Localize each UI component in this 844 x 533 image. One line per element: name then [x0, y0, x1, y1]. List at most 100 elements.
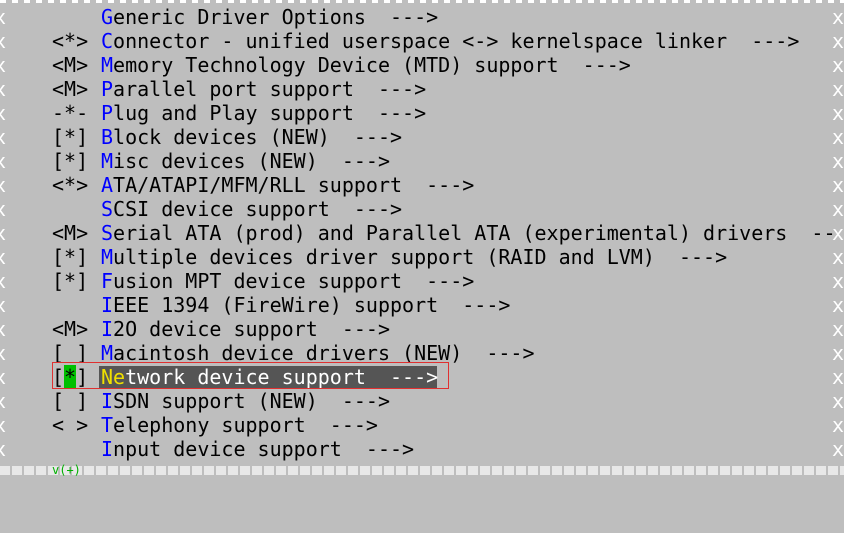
menu-item-mark: <*> — [52, 173, 89, 197]
border-char: x — [0, 53, 7, 77]
menu-item-hotkey: S — [101, 221, 114, 245]
menu-item-label: Multiple devices driver support (RAID an… — [101, 245, 727, 269]
menu-item-label: ISDN support (NEW) ---> — [101, 389, 390, 413]
menu-item-text: TA/ATAPI/MFM/RLL support ---> — [113, 173, 475, 197]
menu-item-text: isc devices (NEW) ---> — [113, 149, 390, 173]
mark-open-bracket: [ — [52, 365, 65, 389]
menu-item-mark: <M> — [52, 221, 89, 245]
border-char: x — [832, 197, 844, 221]
menu-item-label: Generic Driver Options ---> — [101, 5, 438, 29]
menu-item-label: Serial ATA (prod) and Parallel ATA (expe… — [101, 221, 836, 245]
menu-item-mark: [*] — [52, 125, 89, 149]
border-char: x — [0, 5, 7, 29]
border-char: x — [832, 245, 844, 269]
menu-item-text: erial ATA (prod) and Parallel ATA (exper… — [113, 221, 836, 245]
border-char: x — [832, 389, 844, 413]
border-char: x — [0, 173, 7, 197]
menu-item-parallel-port[interactable]: <M> Parallel port support ---> — [0, 77, 844, 101]
menu-item-text: acintosh device drivers (NEW) ---> — [113, 341, 535, 365]
menu-item-hotkey: A — [101, 173, 114, 197]
menu-item-misc-devices[interactable]: [*] Misc devices (NEW) ---> — [0, 149, 844, 173]
menu-item-mark: <M> — [52, 317, 89, 341]
right-border: x x x x x x x x x x x x x x x x x x x — [832, 5, 844, 461]
menu-item-mark: <M> — [52, 77, 89, 101]
menu-item-text: nput device support ---> — [113, 437, 415, 461]
menu-item-mark: [ ] — [52, 341, 89, 365]
menu-item-serial-ata[interactable]: <M> Serial ATA (prod) and Parallel ATA (… — [0, 221, 844, 245]
menu-item-text: usion MPT device support ---> — [113, 269, 475, 293]
menu-item-mark: <*> — [52, 29, 89, 53]
menu-item-label: Network device support ---> — [101, 365, 438, 389]
dialog-border-top — [0, 0, 844, 3]
menu-item-label: IEEE 1394 (FireWire) support ---> — [101, 293, 510, 317]
border-char: x — [832, 29, 844, 53]
menu-item-isdn[interactable]: [ ] ISDN support (NEW) ---> — [0, 389, 844, 413]
menu-item-mtd[interactable]: <M> Memory Technology Device (MTD) suppo… — [0, 53, 844, 77]
menu-item-text: eneric Driver Options ---> — [113, 5, 439, 29]
menu-item-mark: [*] — [52, 245, 89, 269]
menu-item-multiple-devices[interactable]: [*] Multiple devices driver support (RAI… — [0, 245, 844, 269]
selection-highlight — [99, 366, 437, 388]
border-char: x — [832, 173, 844, 197]
border-char: x — [832, 53, 844, 77]
menu-item-label: ATA/ATAPI/MFM/RLL support ---> — [101, 173, 474, 197]
menu-item-hotkey: G — [101, 5, 114, 29]
border-char: x — [832, 77, 844, 101]
menu-item-ata-atapi[interactable]: <*> ATA/ATAPI/MFM/RLL support ---> — [0, 173, 844, 197]
menu-item-mark: < > — [52, 413, 89, 437]
menu-item-mark: <M> — [52, 53, 89, 77]
dialog-border-bottom — [0, 466, 844, 475]
menu-item-input-device[interactable]: Input device support ---> — [0, 437, 844, 461]
menu-item-hotkey: I — [101, 389, 114, 413]
scroll-more-indicator: v(+) — [52, 463, 81, 477]
menu-item-hotkey: I — [101, 293, 114, 317]
menu-item-hotkey: M — [101, 245, 114, 269]
menu-item-network-device[interactable]: [*] Network device support ---> — [0, 365, 844, 389]
border-char: x — [832, 5, 844, 29]
border-char: x — [0, 341, 7, 365]
menu-item-label: Parallel port support ---> — [101, 77, 426, 101]
menu-item-label: Input device support ---> — [101, 437, 414, 461]
menu-item-text: lock devices (NEW) ---> — [113, 125, 403, 149]
menu-item-plug-and-play[interactable]: -*- Plug and Play support ---> — [0, 101, 844, 125]
border-char: x — [0, 197, 7, 221]
border-char: x — [832, 101, 844, 125]
border-char: x — [0, 77, 7, 101]
menu-item-macintosh[interactable]: [ ] Macintosh device drivers (NEW) ---> — [0, 341, 844, 365]
menu-item-text: arallel port support ---> — [113, 77, 427, 101]
menu-item-text: emory Technology Device (MTD) support --… — [113, 53, 631, 77]
menu-item-text: 2O device support ---> — [113, 317, 390, 341]
menu-item-text: onnector - unified userspace <-> kernels… — [113, 29, 800, 53]
menu-item-hotkey: P — [101, 101, 114, 125]
border-char: x — [832, 341, 844, 365]
menu-item-connector[interactable]: <*> Connector - unified userspace <-> ke… — [0, 29, 844, 53]
border-char: x — [832, 149, 844, 173]
menu-item-telephony[interactable]: < > Telephony support ---> — [0, 413, 844, 437]
border-char: x — [832, 365, 844, 389]
menu-item-ieee-1394[interactable]: IEEE 1394 (FireWire) support ---> — [0, 293, 844, 317]
menu-item-hotkey: F — [101, 269, 114, 293]
menu-item-label: Memory Technology Device (MTD) support -… — [101, 53, 631, 77]
border-char: x — [0, 221, 7, 245]
menu-item-text: CSI device support ---> — [113, 197, 403, 221]
border-char: x — [0, 317, 7, 341]
menu-item-generic-driver-options[interactable]: Generic Driver Options ---> — [0, 5, 844, 29]
menu-item-hotkey: M — [101, 149, 114, 173]
menu-item-mark: [ ] — [52, 389, 89, 413]
menu-item-hotkey: M — [101, 341, 114, 365]
menu-item-scsi[interactable]: SCSI device support ---> — [0, 197, 844, 221]
menu-item-fusion-mpt[interactable]: [*] Fusion MPT device support ---> — [0, 269, 844, 293]
menu-item-i2o[interactable]: <M> I2O device support ---> — [0, 317, 844, 341]
menu-item-label: Block devices (NEW) ---> — [101, 125, 402, 149]
border-char: x — [0, 413, 7, 437]
menu-item-mark: [*] — [52, 365, 88, 389]
border-char: x — [0, 365, 7, 389]
cursor: * — [64, 365, 77, 389]
menu-item-label: SCSI device support ---> — [101, 197, 402, 221]
menu-item-label: I2O device support ---> — [101, 317, 390, 341]
menu-item-label: Fusion MPT device support ---> — [101, 269, 474, 293]
border-char: x — [0, 293, 7, 317]
menu-item-hotkey: M — [101, 53, 114, 77]
menu-item-text: elephony support ---> — [113, 413, 378, 437]
menu-item-block-devices[interactable]: [*] Block devices (NEW) ---> — [0, 125, 844, 149]
